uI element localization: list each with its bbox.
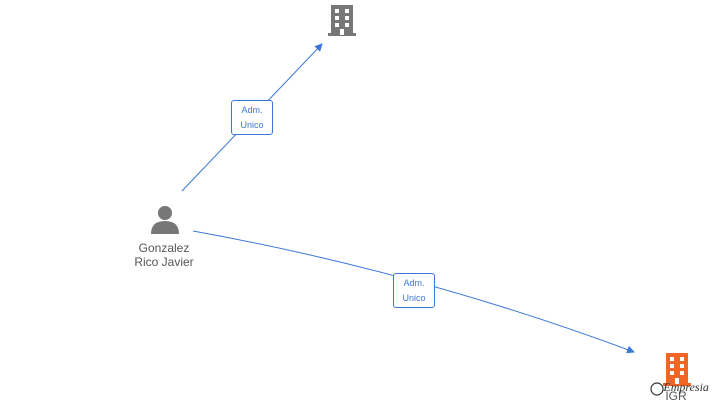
building-icon[interactable] xyxy=(328,5,356,36)
person-name-line1: Gonzalez xyxy=(138,241,190,255)
edge-label-bottom-line1: Adm. xyxy=(403,278,425,288)
edge-label-bottom-line2: Unico xyxy=(402,293,426,303)
edge-label-top: Adm. Unico xyxy=(231,100,273,135)
watermark: ©Empresia xyxy=(653,380,728,398)
person-name-line2: Rico Javier xyxy=(134,255,194,269)
building-icon[interactable] xyxy=(663,353,691,386)
edge-label-top-line1: Adm. xyxy=(241,105,263,115)
edge-label-bottom: Adm. Unico xyxy=(393,273,435,308)
person-name-label[interactable]: Gonzalez Rico Javier xyxy=(120,241,208,269)
person-icon[interactable] xyxy=(151,206,179,234)
copyright-icon xyxy=(650,382,664,396)
watermark-text: Empresia xyxy=(663,380,709,394)
edge-label-top-line2: Unico xyxy=(240,120,264,130)
